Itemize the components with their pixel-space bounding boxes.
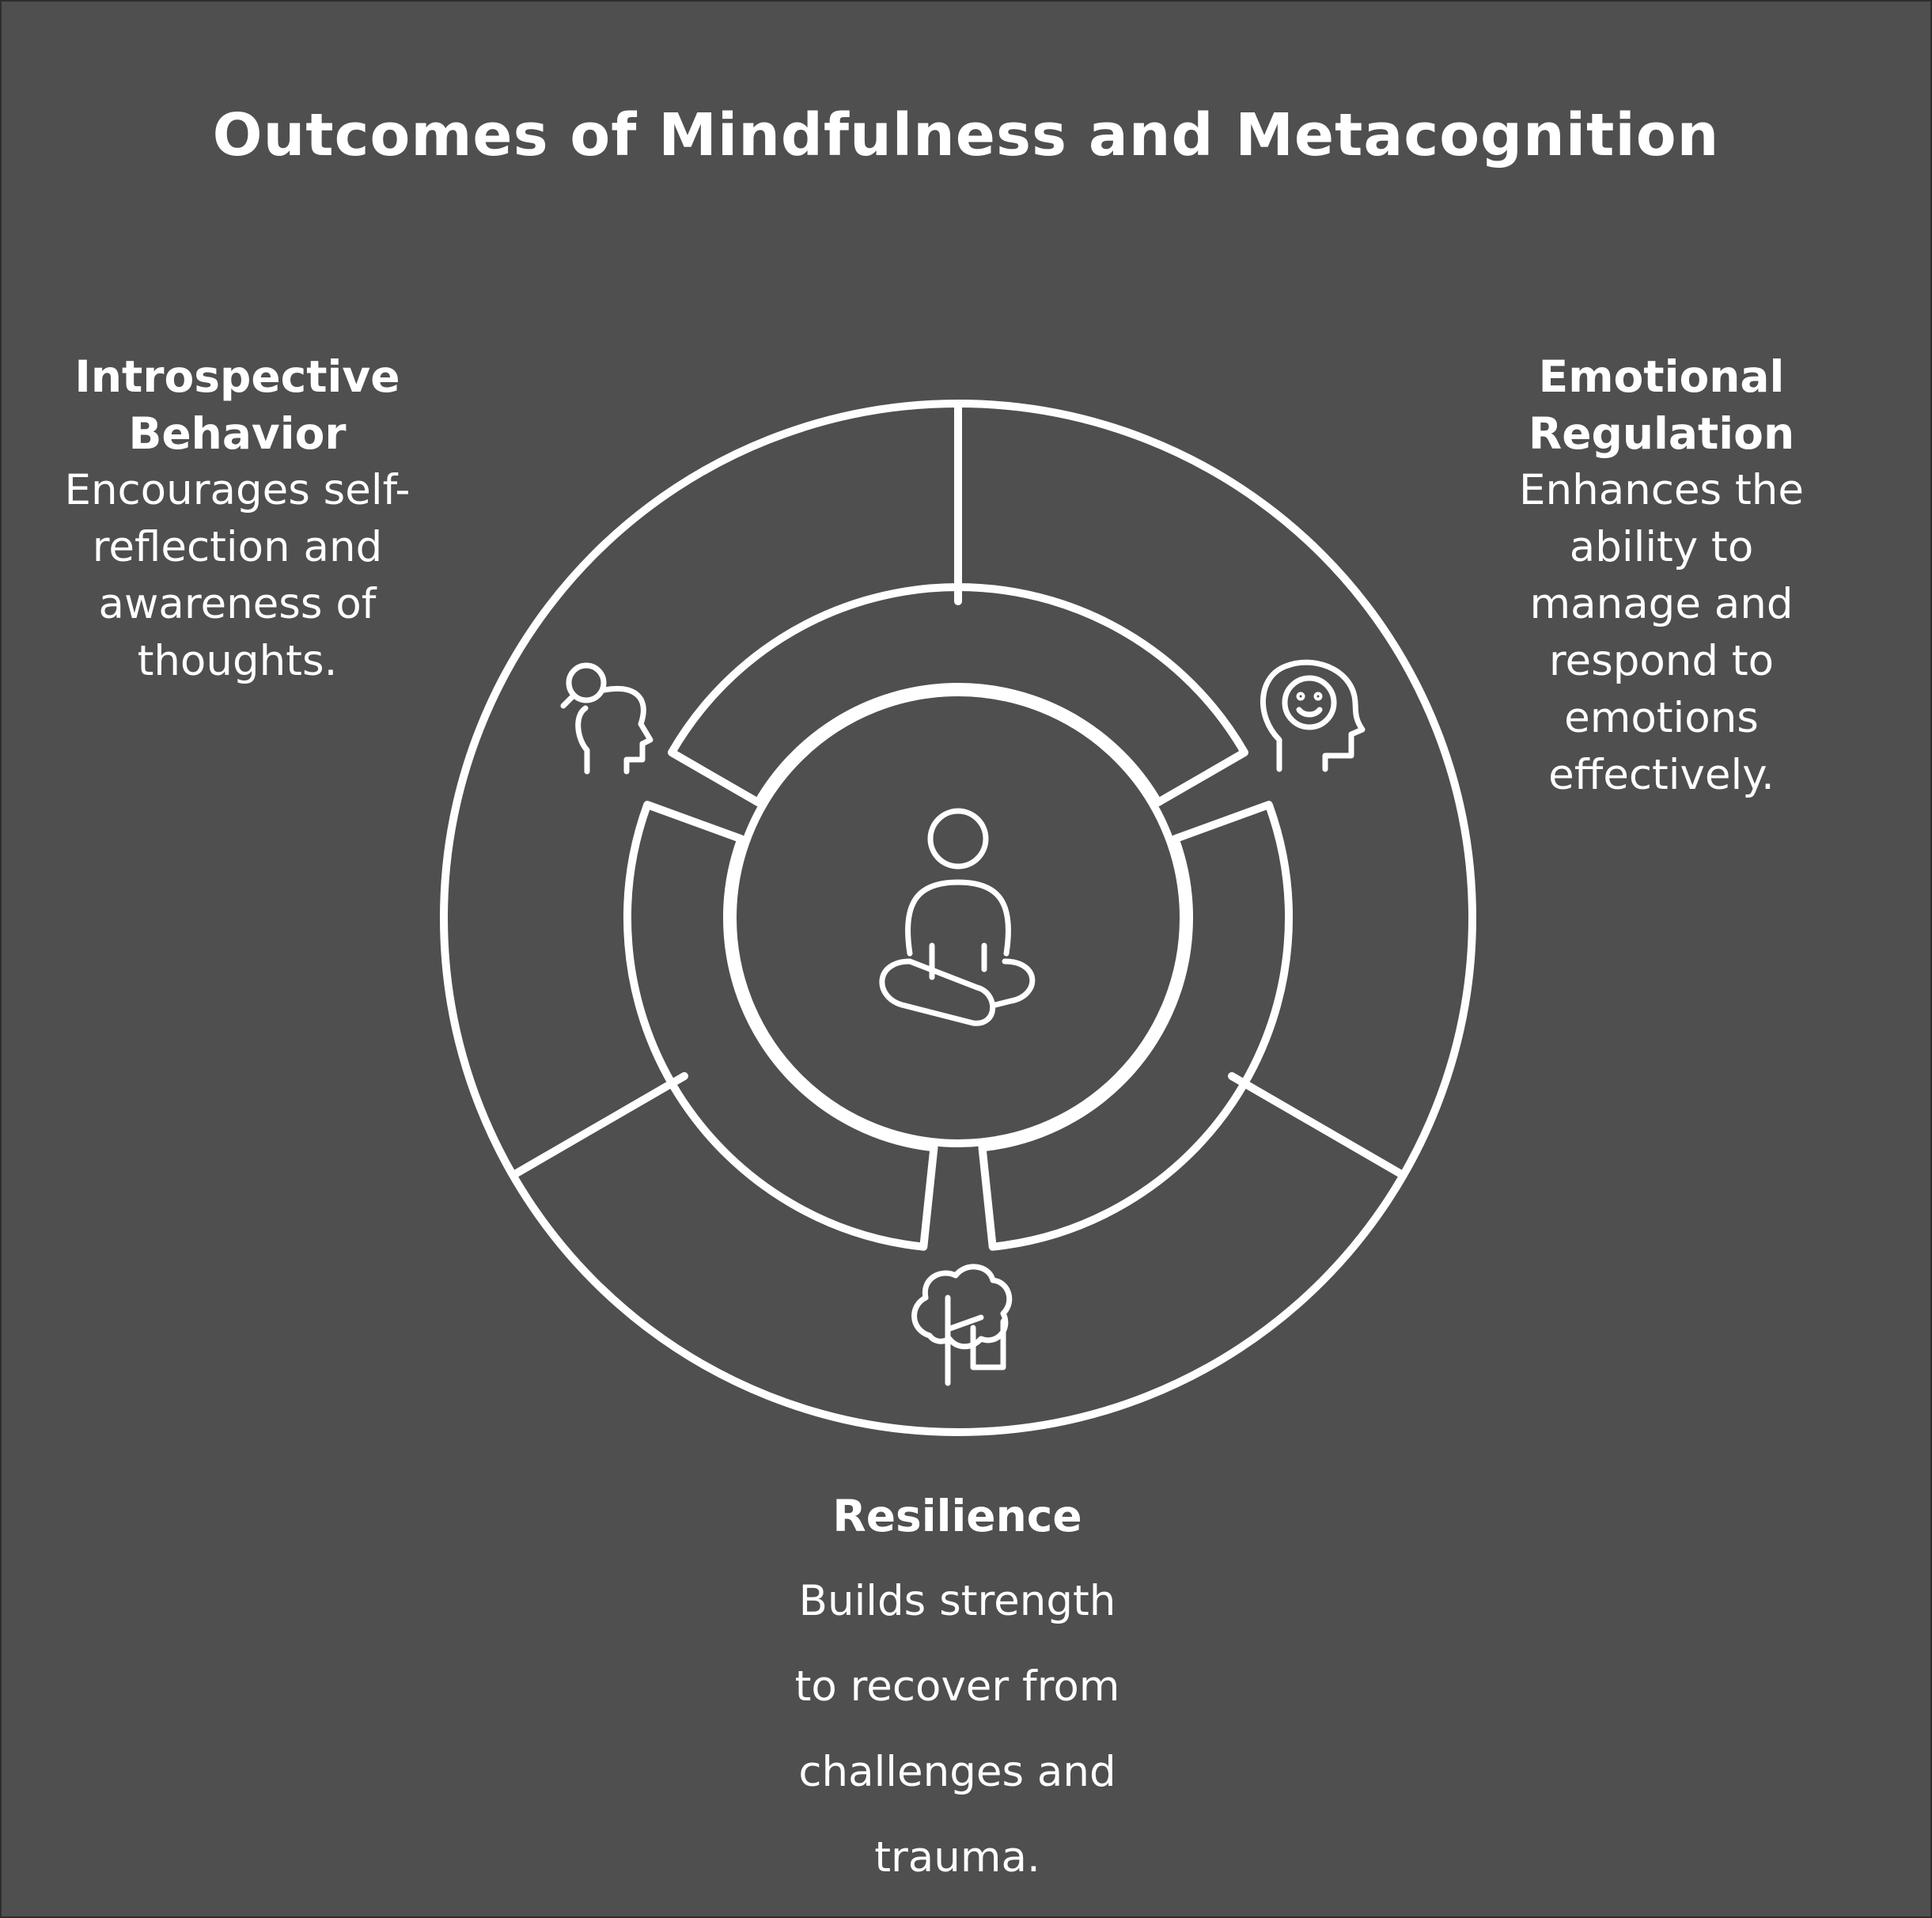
person-magnifier-icon (560, 662, 653, 775)
diagram-title: Outcomes of Mindfulness and Metacognitio… (212, 101, 1720, 169)
introspective-behavior-block: Introspective Behavior Encourages self- … (32, 348, 443, 690)
resilience-desc-line: to recover from (794, 1662, 1120, 1711)
emotional-desc-line: Enhances the (1519, 466, 1804, 514)
middle-ring-segment-left (623, 801, 938, 1251)
divider-left (510, 1072, 688, 1179)
tree-icon (911, 1264, 1013, 1386)
introspective-title-line2: Behavior (128, 408, 347, 459)
divider-right (1228, 1072, 1407, 1179)
introspective-desc-line: reflection and (92, 523, 383, 571)
resilience-block: Resilience Builds strength to recover fr… (736, 1488, 1179, 1886)
introspective-desc-line: Encourages self- (64, 466, 411, 514)
introspective-desc-line: awareness of (98, 580, 377, 628)
meditation-person-icon (879, 808, 1036, 1026)
emotional-desc-line: emotions (1564, 694, 1759, 742)
middle-ring-segment-top (668, 582, 1248, 806)
resilience-desc-line: Builds strength (798, 1577, 1116, 1625)
emotional-desc-line: effectively. (1548, 751, 1775, 799)
smiling-head-icon (1260, 659, 1366, 772)
introspective-title-line1: Introspective (74, 351, 400, 402)
introspective-desc-line: thoughts. (137, 637, 338, 685)
emotional-title-line1: Emotional (1538, 351, 1785, 402)
resilience-desc-line: challenges and (798, 1748, 1116, 1796)
emotional-regulation-block: Emotional Regulation Enhances the abilit… (1456, 348, 1867, 804)
resilience-desc-line: trauma. (874, 1833, 1040, 1882)
emotional-desc-line: respond to (1548, 637, 1775, 685)
middle-ring-segment-right (978, 801, 1293, 1251)
resilience-title: Resilience (832, 1491, 1082, 1541)
emotional-title-line2: Regulation (1528, 408, 1795, 459)
inner-circle (729, 688, 1188, 1147)
emotional-desc-line: ability to (1569, 523, 1754, 571)
emotional-desc-line: manage and (1529, 580, 1794, 628)
